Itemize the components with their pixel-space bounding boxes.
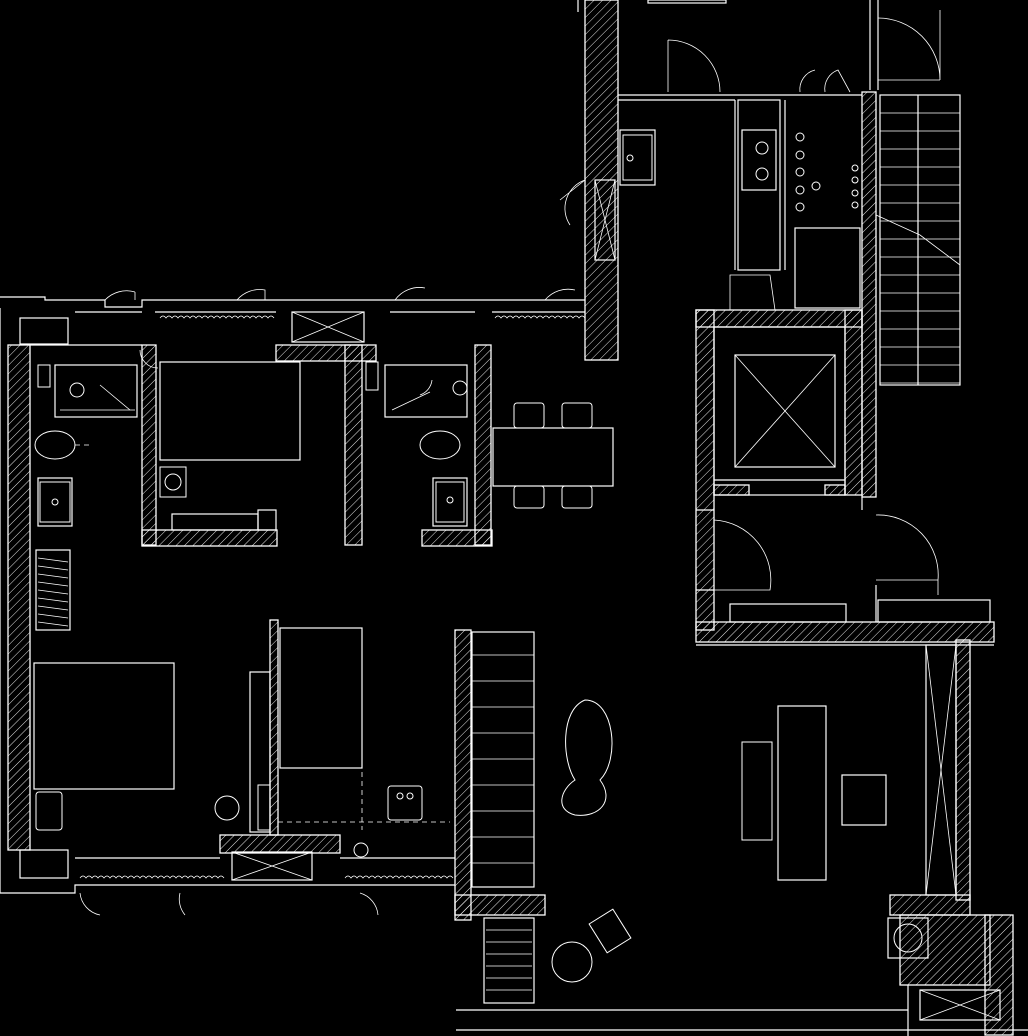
dining-table xyxy=(492,402,614,509)
bathroom-right xyxy=(365,361,468,527)
master-bedroom xyxy=(33,627,450,881)
bathroom-left xyxy=(34,364,138,527)
bookshelf xyxy=(472,654,535,1004)
elevator-shaft xyxy=(713,326,846,496)
doors xyxy=(79,10,941,916)
structural-walls xyxy=(7,0,1014,1036)
kitchen xyxy=(594,0,861,311)
window-strips xyxy=(79,315,586,879)
staircase xyxy=(875,94,961,386)
bedroom-upper xyxy=(159,311,365,531)
wardrobe-left xyxy=(35,549,71,631)
living-room xyxy=(471,599,1001,1021)
